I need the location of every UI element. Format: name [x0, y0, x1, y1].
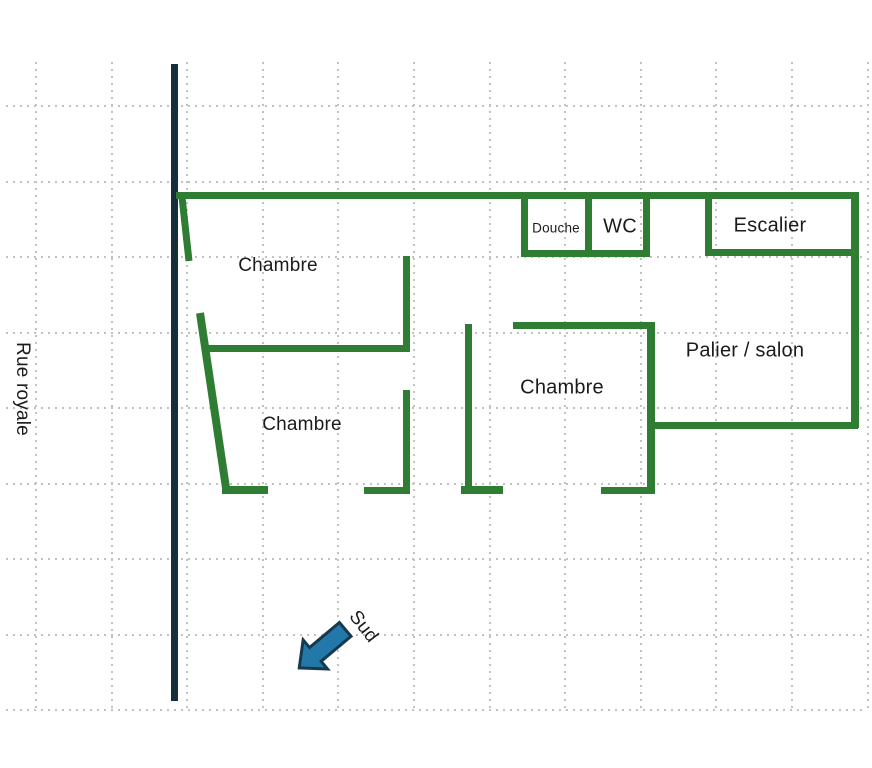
room-label-chambre-middle: Chambre [520, 376, 604, 399]
grid-line [6, 105, 866, 107]
street-line [171, 64, 178, 701]
grid-line [262, 62, 264, 712]
chambre3-right-wall [647, 322, 655, 494]
chambre2-foot-left [222, 486, 268, 494]
street-label: Rue royale [12, 342, 33, 436]
grid-line [186, 62, 188, 712]
grid-line [489, 62, 491, 712]
grid-line [6, 634, 866, 636]
room-label-wc: WC [603, 215, 637, 238]
chambre3-foot-right [601, 487, 653, 494]
room-label-chambre-bottom-left: Chambre [262, 414, 342, 435]
chambre1-right-wall [403, 256, 410, 352]
palier-bottom-wall [648, 422, 858, 429]
top-wall [176, 192, 859, 199]
grid-line [640, 62, 642, 712]
escalier-left-wall [705, 196, 712, 256]
chambre3-left-wall [465, 324, 472, 489]
grid-line [6, 709, 866, 711]
grid-line [111, 62, 113, 712]
douche-wc-divider-wall [585, 196, 592, 257]
grid-line [6, 407, 866, 409]
douche-wc-bottom-wall [521, 250, 650, 257]
wc-right-wall [643, 196, 650, 257]
south-arrow-icon [297, 620, 354, 671]
escalier-bottom-wall [705, 249, 855, 256]
chambre3-top-wall [513, 322, 653, 329]
chambre2-foot-right [364, 487, 410, 494]
grid-line [413, 62, 415, 712]
grid-line [6, 483, 866, 485]
grid-line [6, 181, 866, 183]
grid-line [6, 558, 866, 560]
grid-line [6, 256, 866, 258]
south-arrow-shape [297, 620, 354, 671]
grid-line [791, 62, 793, 712]
grid-line [564, 62, 566, 712]
grid-line [715, 62, 717, 712]
grid-line [337, 62, 339, 712]
chambre3-foot-left [461, 486, 503, 494]
room-label-escalier: Escalier [733, 214, 807, 237]
douche-left-wall [521, 196, 528, 257]
room-label-chambre-top-left: Chambre [238, 255, 318, 276]
grid-line [6, 332, 866, 334]
chambre2-right-wall [403, 390, 410, 494]
grid-line [35, 62, 37, 712]
chambre-divider-wall [203, 345, 410, 352]
room-label-douche: Douche [532, 220, 580, 236]
left-slanted-wall [196, 312, 230, 489]
room-label-palier-salon: Palier / salon [685, 339, 805, 362]
grid-line [867, 62, 869, 712]
right-wall [851, 192, 859, 428]
